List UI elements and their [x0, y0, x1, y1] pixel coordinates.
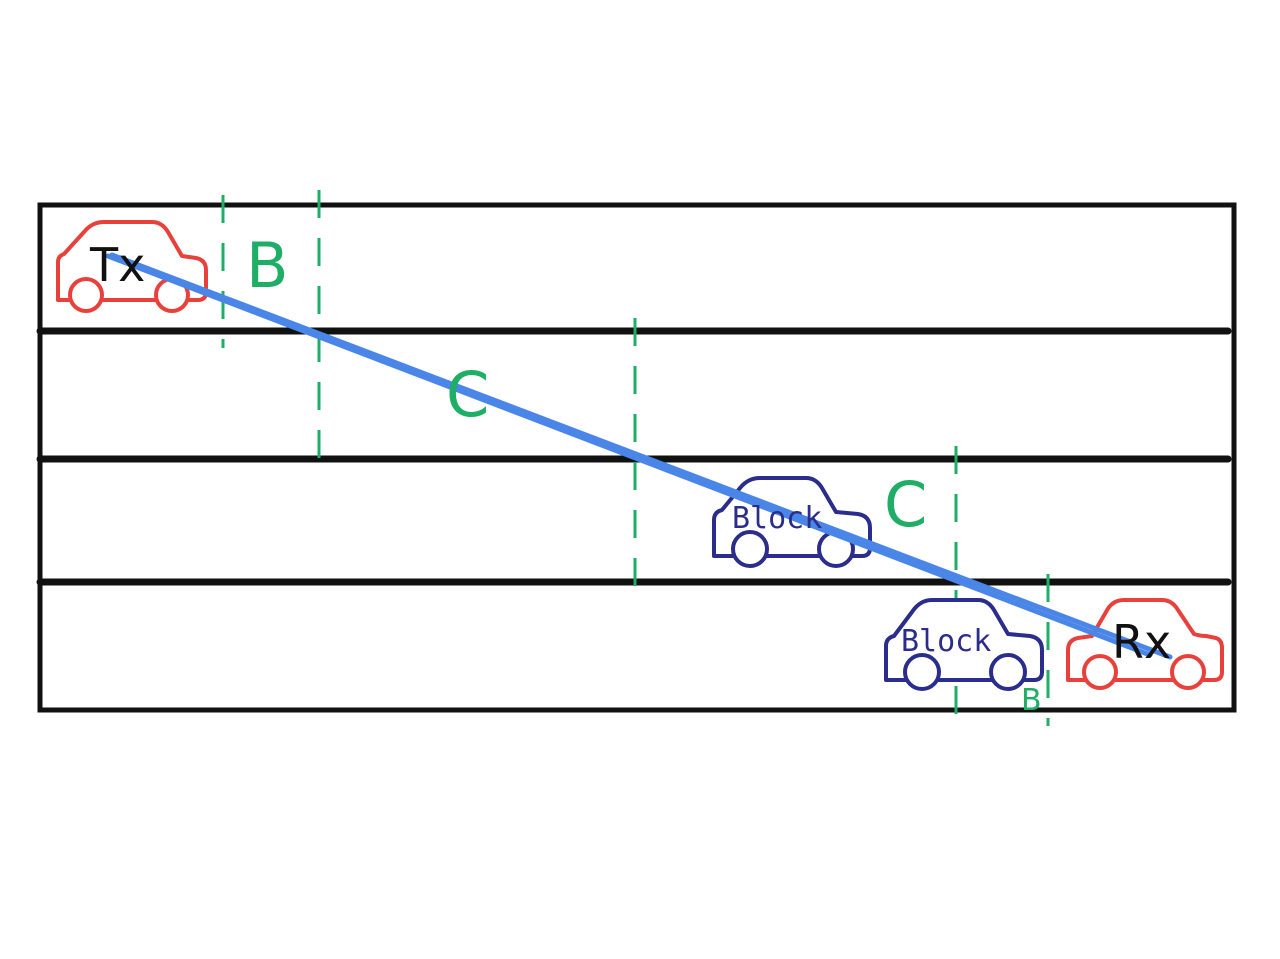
- rx-label: Rx: [1112, 615, 1171, 669]
- tx-label: Tx: [89, 238, 145, 292]
- line-of-sight-rays: [105, 252, 1173, 660]
- zone-label-b-near-rx: B: [1021, 683, 1042, 718]
- zone-label-c-near-rx: C: [884, 468, 927, 541]
- blocking-car-2-front-wheel: [989, 653, 1027, 691]
- ray-lower: [105, 253, 1153, 658]
- blocking-car-1-rear-wheel: [731, 530, 769, 568]
- rx-car-rear-wheel: [1082, 654, 1118, 690]
- zone-label-b-near-tx: B: [246, 229, 289, 302]
- blocking-car-1-label: Block: [732, 501, 822, 536]
- ray-upper: [109, 252, 1173, 660]
- blocking-car-2-rear-wheel: [903, 653, 941, 691]
- tx-car-rear-wheel: [68, 277, 104, 313]
- blocking-car-2: [884, 598, 1044, 691]
- rx-car: [1066, 598, 1224, 690]
- rx-car-front-wheel: [1170, 654, 1206, 690]
- blocking-car-2-label: Block: [901, 624, 991, 659]
- zone-label-c-middle: C: [446, 358, 489, 431]
- zone-boundaries: [221, 190, 1050, 728]
